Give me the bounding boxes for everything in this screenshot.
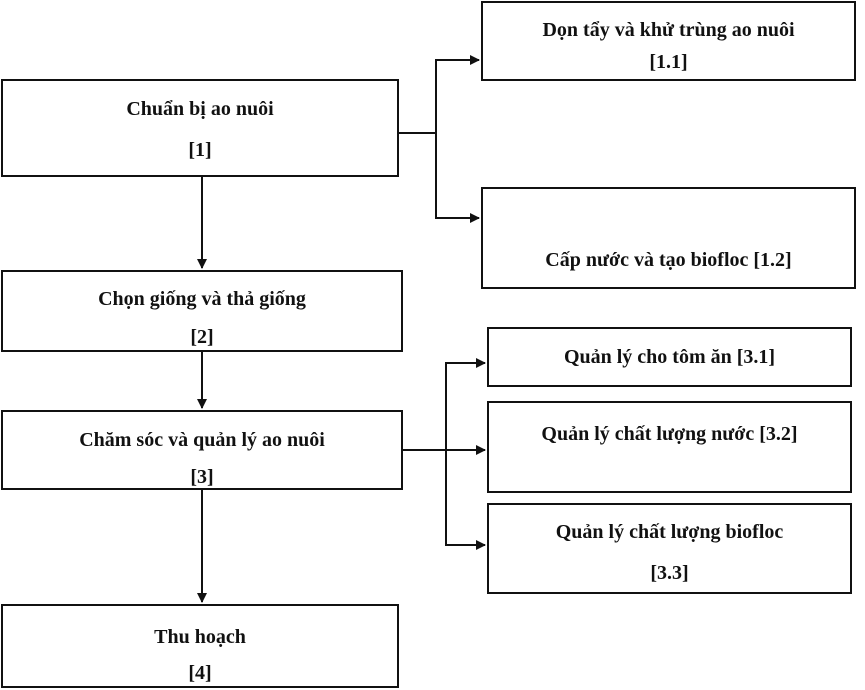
node-n3-3-code: [3.3] <box>650 562 689 584</box>
node-n3-1: Quản lý cho tôm ăn [3.1] <box>487 327 852 387</box>
node-n3-code: [3] <box>190 466 214 488</box>
node-n1-1-title: Dọn tẩy và khử trùng ao nuôi <box>542 19 795 41</box>
node-n3-2: Quản lý chất lượng nước [3.2] <box>487 401 852 493</box>
node-n1-title: Chuẩn bị ao nuôi <box>126 98 274 120</box>
edge-n3-to-n3-3 <box>445 450 486 550</box>
node-n3: Chăm sóc và quản lý ao nuôi [3] <box>1 410 403 490</box>
node-n4-title: Thu hoạch <box>154 626 246 648</box>
node-n3-title: Chăm sóc và quản lý ao nuôi <box>79 429 325 451</box>
node-n3-3: Quản lý chất lượng biofloc [3.3] <box>487 503 852 594</box>
node-n1-code: [1] <box>188 139 212 161</box>
node-n3-1-title: Quản lý cho tôm ăn [3.1] <box>563 346 776 368</box>
node-n1-2: Cấp nước và tạo biofloc [1.2] <box>481 187 856 289</box>
node-n3-3-title: Quản lý chất lượng biofloc <box>555 521 784 543</box>
edge-n1-to-n1-2 <box>435 133 480 223</box>
node-n1-2-title: Cấp nước và tạo biofloc [1.2] <box>545 249 792 271</box>
edge-n3-to-n3-1 <box>445 358 486 450</box>
node-n1-1-code: [1.1] <box>649 51 688 73</box>
node-n2-code: [2] <box>190 326 214 348</box>
node-n1-1: Dọn tẩy và khử trùng ao nuôi [1.1] <box>481 1 856 81</box>
edge-n1-to-n1-1 <box>398 55 480 134</box>
node-n2-title: Chọn giống và thả giống <box>98 288 306 310</box>
node-n4-code: [4] <box>188 662 212 684</box>
node-n1: Chuẩn bị ao nuôi [1] <box>1 79 399 177</box>
node-n4: Thu hoạch [4] <box>1 604 399 688</box>
node-n2: Chọn giống và thả giống [2] <box>1 270 403 352</box>
node-n3-2-title: Quản lý chất lượng nước [3.2] <box>541 423 798 445</box>
